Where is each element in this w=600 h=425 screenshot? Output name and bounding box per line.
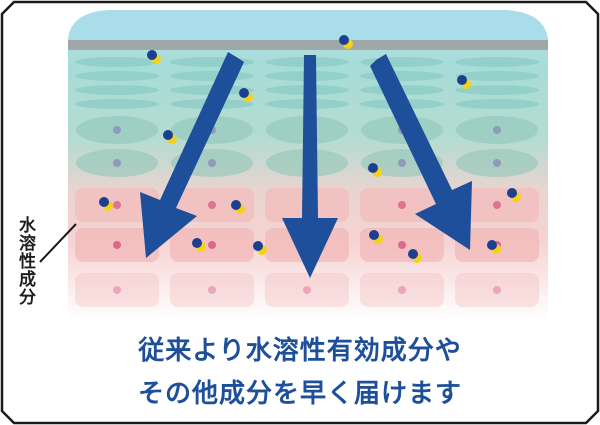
cell-nucleus <box>493 286 501 294</box>
basal-cell <box>170 273 254 307</box>
particle-icon <box>457 75 471 89</box>
penetration-arrows <box>140 52 472 278</box>
cell-nucleus <box>113 241 121 249</box>
particle-icon <box>192 238 206 252</box>
particle-icon <box>507 188 521 202</box>
particle-icon <box>99 197 113 211</box>
flat-cell <box>170 71 254 81</box>
basal-cell <box>455 273 539 307</box>
particle-icon <box>147 50 161 64</box>
flat-cell <box>75 57 159 67</box>
left-down-arrow-icon <box>140 52 244 258</box>
basal-cell <box>265 273 349 307</box>
cell-nucleus <box>113 286 121 294</box>
basal-cell <box>75 273 159 307</box>
caption-line-1: 従来より水溶性有効成分や <box>138 336 462 366</box>
label-leader-line <box>39 223 77 263</box>
particle-icon <box>253 241 267 255</box>
cell-nucleus <box>493 126 501 134</box>
cell-nucleus <box>398 201 406 209</box>
particle-icon <box>339 35 353 49</box>
cell-nucleus <box>398 159 406 167</box>
particle-icon <box>408 249 422 263</box>
particles <box>99 35 521 263</box>
cell-nucleus <box>493 159 501 167</box>
cell-nucleus <box>208 159 216 167</box>
side-label: 水溶性成分 <box>15 216 35 306</box>
particle-icon <box>163 130 177 144</box>
particle-icon <box>369 230 383 244</box>
right-down-arrow-icon <box>370 54 472 250</box>
flat-cell <box>360 71 444 81</box>
flat-cell <box>455 71 539 81</box>
particle-icon <box>487 240 501 254</box>
cell-nucleus <box>208 241 216 249</box>
cell-nucleus <box>493 201 501 209</box>
particle-icon <box>368 163 382 177</box>
cell-nucleus <box>208 286 216 294</box>
cell-nucleus <box>113 126 121 134</box>
flat-cell <box>455 57 539 67</box>
flat-cell <box>455 85 539 95</box>
cell-nucleus <box>303 286 311 294</box>
caption-line-2: その他成分を早く届けます <box>137 379 462 409</box>
flat-cell <box>75 85 159 95</box>
center-down-arrow-icon <box>282 55 338 278</box>
flat-cell <box>75 99 159 109</box>
particle-icon <box>231 200 245 214</box>
basal-cell <box>360 273 444 307</box>
flat-cell <box>455 99 539 109</box>
cell-nucleus <box>398 286 406 294</box>
cell-nucleus <box>113 159 121 167</box>
cell-nucleus <box>398 241 406 249</box>
cell-nucleus <box>208 201 216 209</box>
particle-icon <box>239 88 253 102</box>
flat-cell <box>75 71 159 81</box>
cell-nucleus <box>113 201 121 209</box>
